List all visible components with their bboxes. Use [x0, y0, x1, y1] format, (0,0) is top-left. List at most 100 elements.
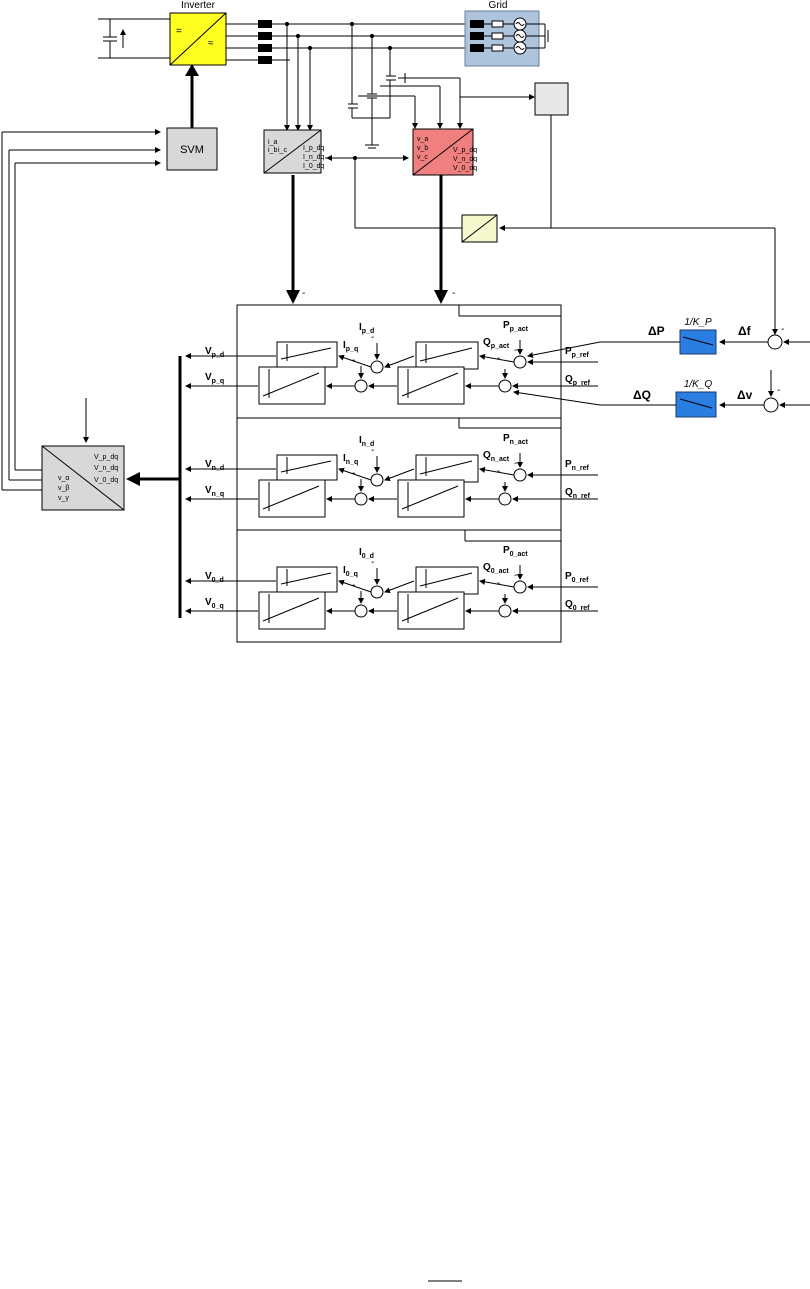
seq-n-q-power-pi [397, 479, 465, 518]
seq-p-d-power-pi [415, 341, 479, 370]
seq-p-q-current-pi-curve [262, 372, 320, 397]
current-transform-block: i_a i_b i_c I_p_dq I_n_dq I_0_dq [263, 129, 325, 174]
seq-n-d-current-pi [276, 454, 338, 481]
seq-0-qref-label: Q0_ref [565, 599, 590, 612]
seq-0-q-power-pi-curve [401, 597, 459, 622]
seq-n-d-power-pi [415, 454, 479, 483]
inverter-block: = ≈ [169, 12, 227, 66]
seq-n-sum-p [513, 468, 527, 482]
seq-p-pact-label: Pp_act [503, 320, 529, 333]
inv-v0-dq: V_0_dq [94, 477, 118, 484]
filter-inductors [258, 20, 272, 64]
seq-0-pact-label: P0_act [503, 545, 528, 558]
vn-dq-label: V_n_dq [453, 156, 477, 163]
seq-0-q-current-pi [258, 591, 326, 630]
seq-p-qref-label: Qp_ref [565, 374, 591, 387]
seq-p-id-to-pi [338, 354, 372, 368]
seq-p-p-to-pi [479, 353, 515, 363]
minus-sign: - [371, 445, 374, 456]
va-label: v_a [417, 136, 428, 143]
grid-block [464, 10, 549, 67]
dc-link [98, 18, 170, 59]
minus-sign: - [514, 345, 517, 356]
seq-0-q-current-pi-curve [262, 597, 320, 622]
seq-0-d-power-pi-curve [419, 572, 473, 587]
voltage-sense-lines [348, 21, 535, 149]
ia-label: i_a [268, 139, 277, 146]
v0-dq-label: V_0_dq [453, 165, 477, 172]
seq-0-qact-label: Q0_act [483, 562, 509, 575]
v-gamma: v_γ [58, 495, 69, 502]
seq-p-sum-iq [354, 379, 368, 393]
seq-0-iq-label: I0_q [343, 565, 358, 578]
minus-sign: - [302, 288, 305, 299]
minus-sign: - [497, 353, 500, 364]
seq-n-sum-q [498, 492, 512, 506]
ac-symbol: ≈ [208, 38, 214, 49]
v-beta: v_β [58, 485, 69, 492]
minus-sign: - [514, 458, 517, 469]
ip-dq-label: I_p_dq [303, 145, 325, 152]
dc-symbol: = [176, 26, 182, 37]
seq-n-pi-to-id [384, 468, 415, 482]
pll-block [461, 214, 778, 335]
seq-n-p-to-pi [479, 466, 515, 476]
kq-gain-label: 1/K_Q [684, 379, 713, 390]
vp-dq-label: V_p_dq [453, 147, 477, 154]
seq-n-d-current-pi-curve [280, 460, 332, 473]
seq-0-pref-label: P0_ref [565, 571, 589, 584]
inv-vp-dq: V_p_dq [94, 454, 118, 461]
minus-sign: - [497, 466, 500, 477]
delta-v-label: Δv [737, 388, 753, 402]
in-dq-label: I_n_dq [303, 154, 325, 161]
minus-sign: - [352, 468, 355, 479]
seq-p-pref-label: Pp_ref [565, 346, 589, 359]
seq-p-d-current-pi [276, 341, 338, 368]
seq-n-qref-label: Qn_ref [565, 487, 591, 500]
seq-p-pi-to-id [384, 355, 415, 369]
minus-sign: - [777, 385, 780, 396]
minus-sign: - [781, 324, 784, 335]
minus-sign: - [371, 332, 374, 343]
ib-label: i_b [268, 147, 277, 154]
grid-title: Grid [489, 0, 508, 11]
minus-sign: - [352, 355, 355, 366]
delta-p-label: ΔP [648, 324, 665, 338]
v-alpha: v_α [58, 475, 69, 482]
seq-0-id-to-pi [338, 579, 372, 593]
delta-q-label: ΔQ [633, 388, 651, 402]
seq-p-sum-q [498, 379, 512, 393]
seq-0-d-current-pi-curve [280, 572, 332, 585]
angle-links [325, 155, 462, 229]
inv-vn-dq: V_n_dq [94, 465, 118, 472]
inverter-title: Inverter [181, 0, 216, 11]
inverse-transform-block: V_p_dq V_n_dq V_0_dq v_α v_β v_γ [41, 445, 125, 511]
measurement-box [499, 82, 569, 231]
seq-p-id-label: Ip_d [359, 322, 374, 335]
seq-0-vd-label: V0_d [205, 571, 224, 584]
minus-sign: - [452, 288, 455, 299]
seq-p-vq-label: Vp_q [205, 372, 224, 385]
seq-0-p-to-pi [479, 578, 515, 588]
output-bus [126, 356, 182, 618]
bus-arrows: - - [286, 175, 455, 304]
kp-gain-label: 1/K_P [684, 317, 712, 328]
seq-0-vq-label: V0_q [205, 597, 224, 610]
seq-n-q-current-pi [258, 479, 326, 518]
seq-n-vq-label: Vn_q [205, 485, 224, 498]
droop-q: 1/K_Q ΔQ Δv - [513, 370, 810, 418]
seq-0-sum-iq [354, 604, 368, 618]
current-sense-lines [284, 21, 313, 131]
voltage-transform-block: v_a v_b v_c V_p_dq V_n_dq V_0_dq [412, 128, 477, 176]
svm-feedback-lines [1, 129, 161, 491]
seq-p-q-power-pi-curve [401, 372, 459, 397]
seq-0-sum-q [498, 604, 512, 618]
seq-n-q-power-pi-curve [401, 485, 459, 510]
seq-p-sum-id [370, 360, 384, 374]
seq-n-iq-label: In_q [343, 453, 358, 466]
phase-lines [226, 23, 468, 61]
minus-sign: - [497, 578, 500, 589]
seq-0-id-label: I0_d [359, 547, 374, 560]
